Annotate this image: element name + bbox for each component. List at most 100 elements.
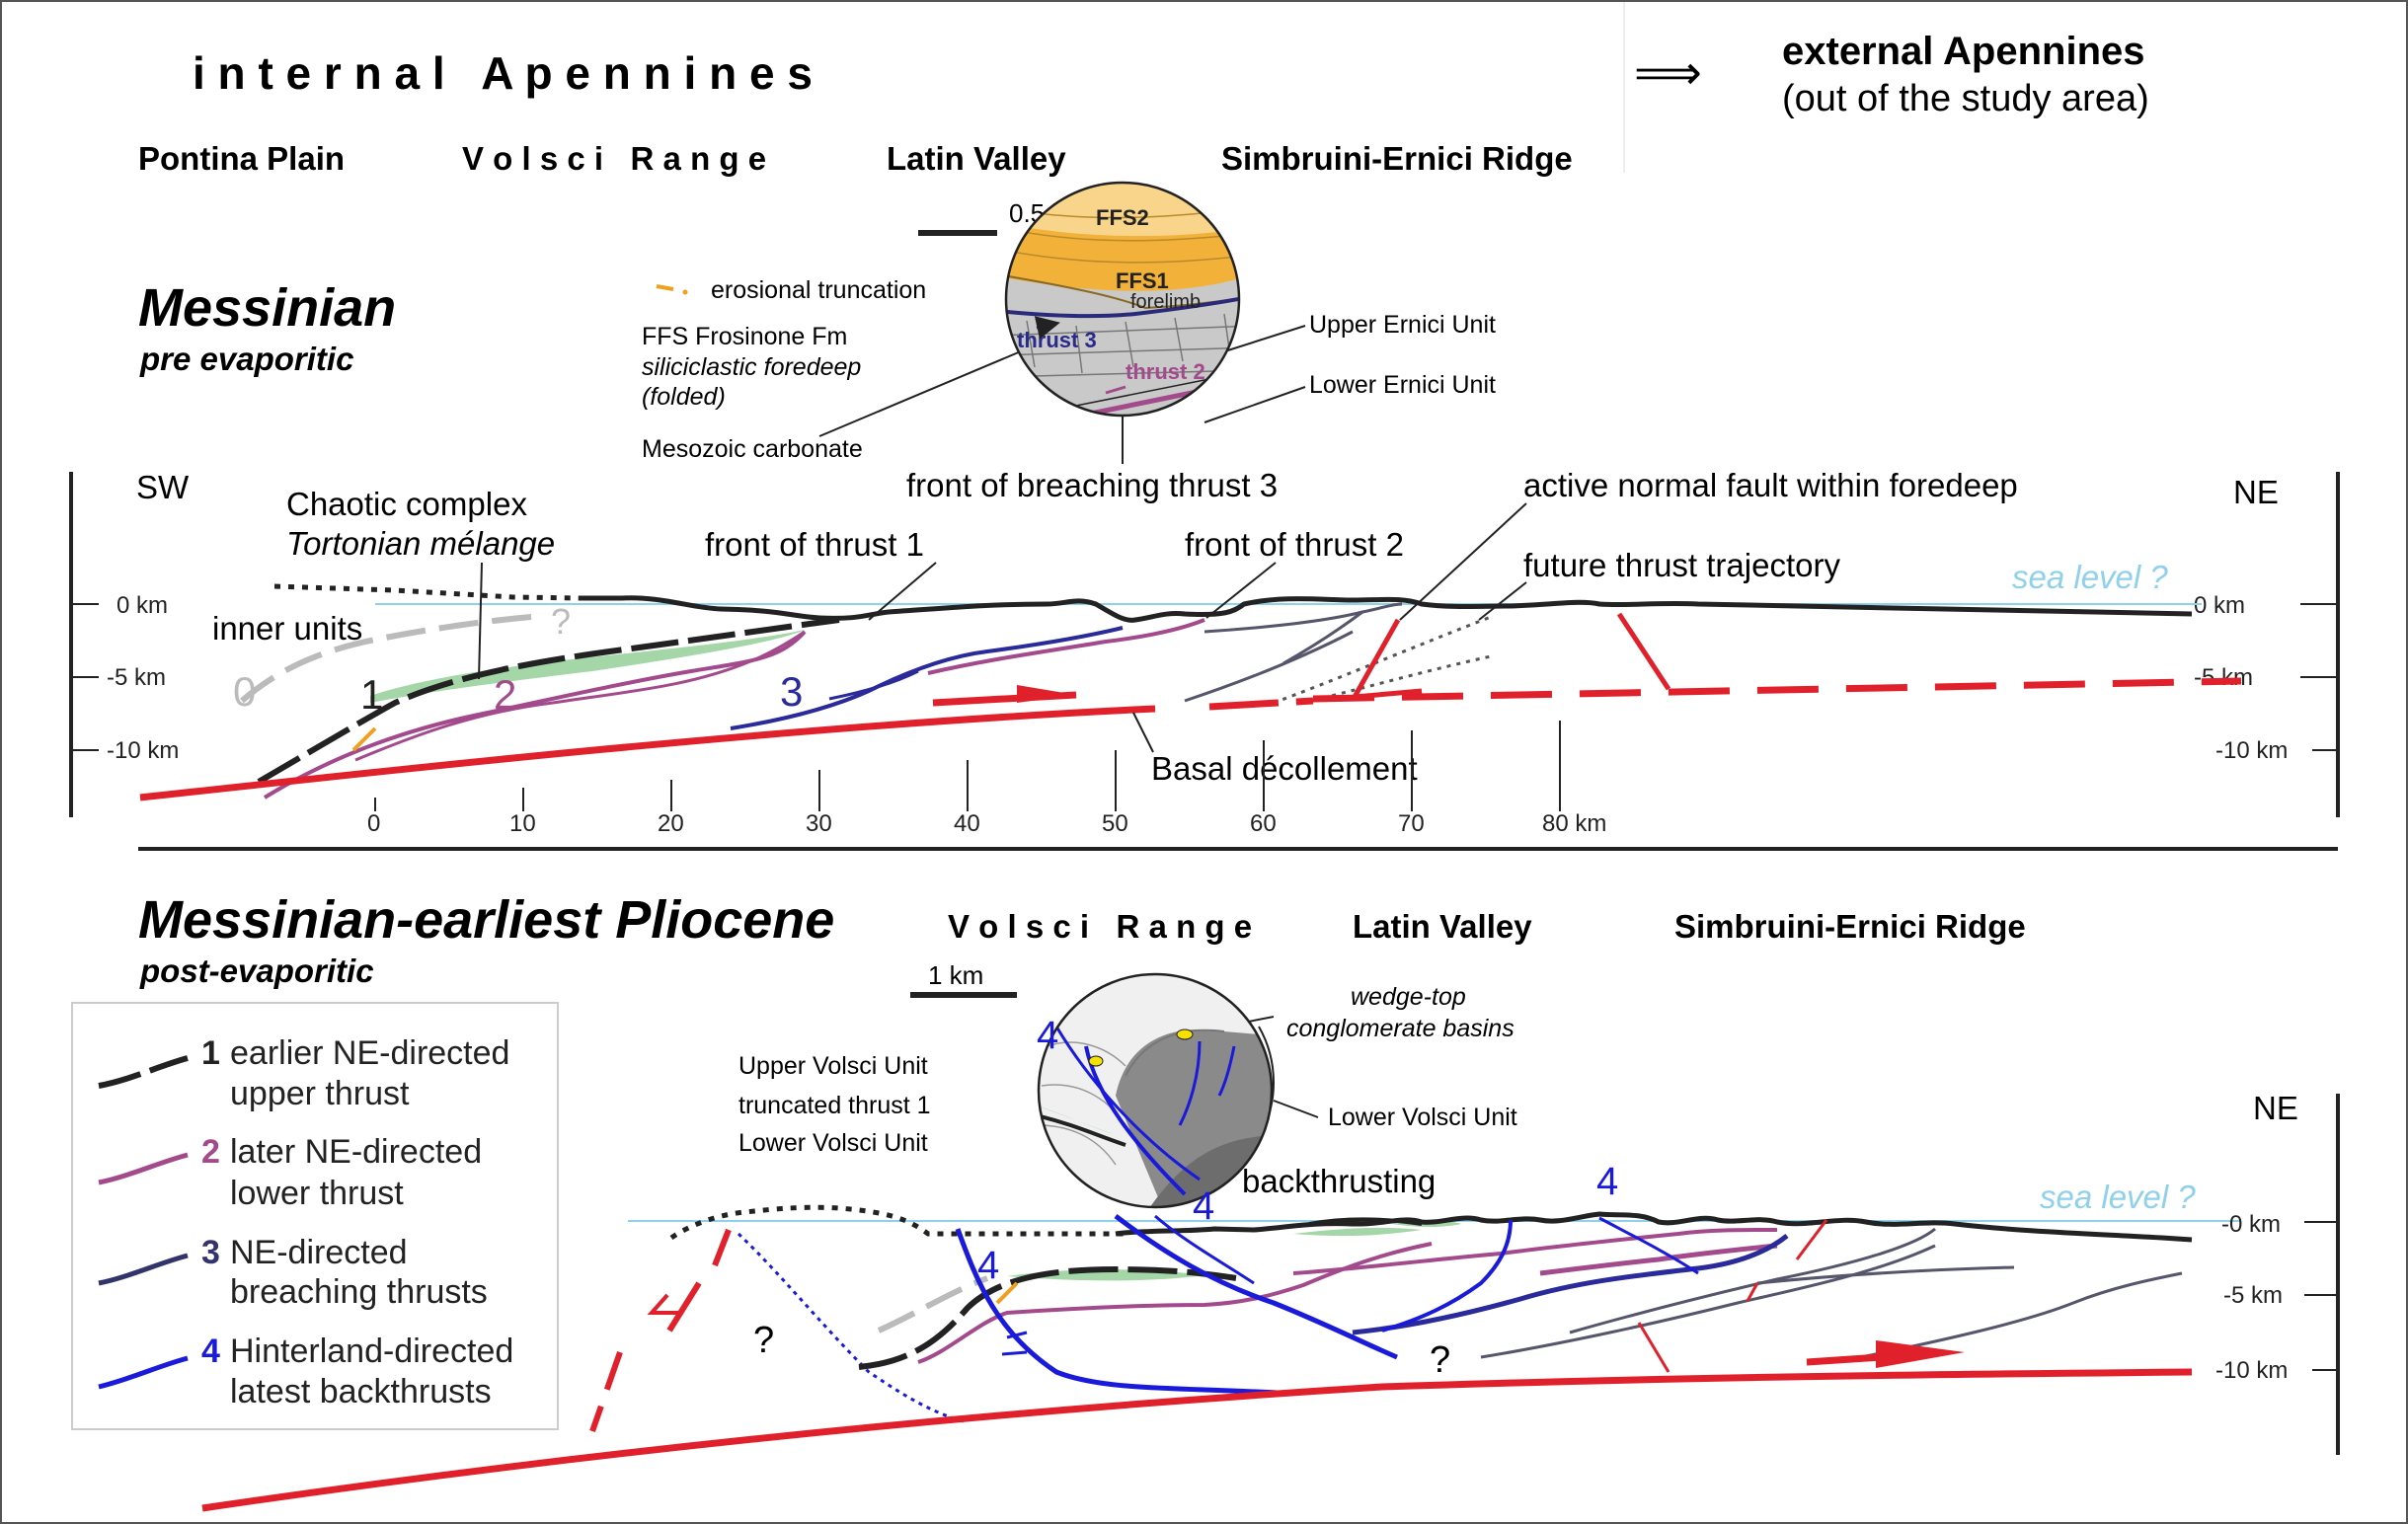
bottom-region-latin: Latin Valley [1353, 908, 1532, 945]
chaotic-complex-label: Chaotic complex [286, 486, 527, 522]
legend-num-3: 3 [201, 1234, 220, 1271]
tick-80km: 80 km [1542, 810, 1606, 837]
bottom-inset-scale-label: 1 km [928, 960, 983, 990]
top-section-title: Messinian [138, 278, 396, 338]
legend-line2-3: breaching thrusts [230, 1273, 488, 1311]
upper-ernici-label: Upper Ernici Unit [1309, 311, 1496, 339]
wedge-top-label: wedge-top [1351, 983, 1466, 1011]
front-thrust1-label: front of thrust 1 [705, 526, 924, 563]
mesozoic-carbonate-label: Mesozoic carbonate [642, 435, 863, 463]
legend-item-2: 2 later NE-directed lower thrust [98, 1133, 482, 1212]
top-label-2: 2 [494, 671, 516, 718]
top-depth-left-10: -10 km [107, 737, 179, 764]
legend-num-2: 2 [201, 1133, 220, 1171]
top-depth-right-0: 0 km [2194, 592, 2245, 619]
lower-volsci-right-label: Lower Volsci Unit [1328, 1104, 1517, 1131]
region-volsci-range: V o l s c i R a n g e [462, 140, 766, 177]
top-label-0: 0 [233, 668, 256, 715]
truncated-thrust1-label: truncated thrust 1 [738, 1092, 931, 1119]
top-cross-section: SW NE 0 km -5 km -10 km 0 km -5 km -10 k… [69, 467, 2340, 837]
ffs-label-2: siliciclastic foredeep [642, 353, 861, 381]
top-distance-axis: 0 10 20 30 40 50 60 70 80 km [367, 721, 1606, 837]
bottom-label-4-a: 4 [977, 1244, 999, 1287]
top-sea-level-label: sea level ? [2012, 559, 2168, 595]
legend-line1-3: NE-directed [230, 1234, 408, 1271]
bottom-depth-10: -10 km [2215, 1357, 2288, 1384]
bottom-depth-5: -5 km [2223, 1282, 2283, 1309]
legend-item-3: 3 NE-directed breaching thrusts [98, 1234, 488, 1311]
backthrusting-label: backthrusting [1242, 1163, 1436, 1199]
top-depth-left-0: 0 km [117, 592, 168, 619]
legend-num-4: 4 [201, 1333, 220, 1370]
bottom-inset-circle: 4 [1037, 972, 1274, 1209]
top-ne-label: NE [2233, 474, 2279, 510]
bottom-question-2: ? [1430, 1339, 1450, 1381]
region-latin-valley: Latin Valley [887, 140, 1066, 177]
bottom-section-title: Messinian-earliest Pliocene [138, 890, 834, 950]
bottom-question-1: ? [753, 1320, 774, 1361]
bottom-label-4-c: 4 [1596, 1160, 1618, 1203]
bottom-region-simbruini: Simbruini-Ernici Ridge [1674, 908, 2026, 945]
erosional-truncation-dot [682, 289, 688, 295]
bottom-region-volsci: V o l s c i R a n g e [948, 908, 1252, 945]
legend-line1-4: Hinterland-directed [230, 1333, 513, 1370]
inner-units-question: ? [551, 601, 571, 642]
bottom-cross-section: NE sea level ? -0 km -5 km -10 km [201, 1090, 2340, 1512]
ffs-label-1: FFS Frosinone Fm [642, 323, 847, 350]
region-pontina-plain: Pontina Plain [138, 140, 345, 177]
ffs-label-3: (folded) [642, 383, 726, 411]
tick-70: 70 [1398, 810, 1425, 837]
lower-ernici-label: Lower Ernici Unit [1309, 371, 1496, 399]
legend-box: 1 earlier NE-directed upper thrust 2 lat… [71, 1002, 559, 1430]
lower-volsci-left-label: Lower Volsci Unit [738, 1129, 928, 1157]
external-apennines-subtitle: (out of the study area) [1782, 78, 2149, 119]
leader-mesozoic [818, 340, 1048, 437]
bottom-section-subtitle: post-evaporitic [139, 952, 374, 989]
top-depth-right-10: -10 km [2215, 737, 2288, 764]
direction-arrow-icon: ⟹ [1634, 47, 1702, 100]
front-breaching-thrust3-label: front of breaching thrust 3 [906, 467, 1278, 503]
tick-50: 50 [1102, 810, 1128, 837]
bottom-ne-label: NE [2253, 1090, 2298, 1126]
forelimb-label: forelimb [1130, 291, 1201, 313]
top-depth-right-5: -5 km [2194, 664, 2253, 691]
legend-num-1: 1 [201, 1034, 220, 1072]
top-label-1: 1 [360, 671, 383, 718]
tick-10: 10 [509, 810, 536, 837]
tick-40: 40 [954, 810, 980, 837]
legend-line2-1: upper thrust [230, 1075, 410, 1112]
top-section-subtitle: pre evaporitic [139, 341, 353, 377]
erosional-truncation-label: erosional truncation [711, 276, 926, 304]
tick-20: 20 [658, 810, 684, 837]
front-thrust2-label: front of thrust 2 [1185, 526, 1404, 563]
legend-item-1: 1 earlier NE-directed upper thrust [98, 1034, 509, 1112]
conglomerate-basins-label: conglomerate basins [1286, 1015, 1515, 1042]
bottom-sea-level-label: sea level ? [2040, 1179, 2196, 1215]
inner-units-label: inner units [212, 610, 362, 647]
leader-lower-ernici [1204, 386, 1306, 423]
top-label-3: 3 [780, 668, 803, 715]
tick-30: 30 [806, 810, 832, 837]
region-simbruini-ernici: Simbruini-Ernici Ridge [1221, 140, 1573, 177]
bottom-label-4-b: 4 [1193, 1184, 1214, 1228]
normal-fault-label: active normal fault within foredeep [1523, 467, 2018, 503]
tick-60: 60 [1250, 810, 1277, 837]
internal-apennines-title: i n t e r n a l A p e n n i n e s [193, 47, 813, 99]
inset-thrust3-label: thrust 3 [1017, 328, 1097, 352]
ffs2-label: FFS2 [1096, 205, 1149, 230]
tick-0: 0 [367, 810, 380, 837]
bottom-inset-legend: 1 km wedge-top conglomerate basins Upper… [738, 960, 1517, 1157]
top-depth-left-5: -5 km [107, 664, 166, 691]
legend-line2-4: latest backthrusts [230, 1373, 492, 1410]
ffs1-label: FFS1 [1116, 268, 1169, 293]
legend-item-4: 4 Hinterland-directed latest backthrusts [98, 1333, 513, 1410]
top-sw-label: SW [136, 469, 190, 505]
upper-volsci-label: Upper Volsci Unit [738, 1052, 928, 1080]
inset-thrust2-label: thrust 2 [1126, 359, 1205, 384]
basal-decollement-label: Basal décollement [1151, 750, 1418, 787]
legend-line1-1: earlier NE-directed [230, 1034, 509, 1072]
tortonian-melange-label: Tortonian mélange [286, 525, 555, 562]
erosional-truncation-symbol [656, 284, 674, 291]
